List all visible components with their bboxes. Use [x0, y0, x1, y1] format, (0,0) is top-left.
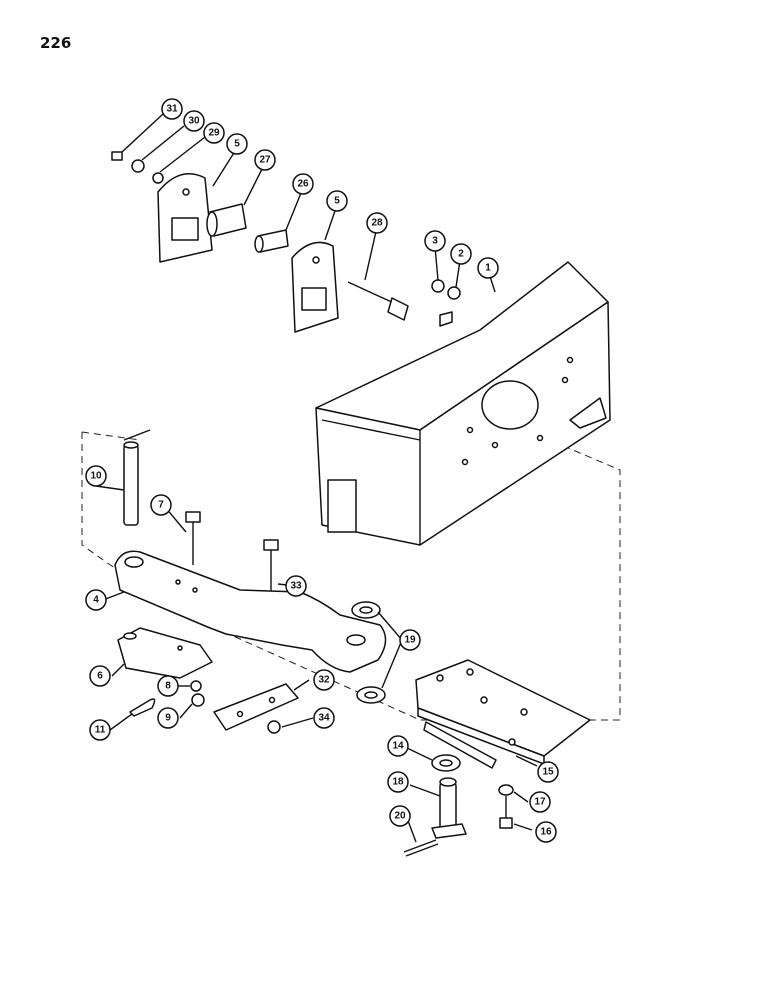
callout-label: 34 — [318, 713, 330, 724]
bolt-16 — [499, 796, 513, 829]
callout-label: 29 — [208, 128, 220, 139]
callout-label: 4 — [93, 595, 99, 606]
callout-31: 31 — [161, 98, 183, 120]
callout-14: 14 — [387, 735, 409, 757]
nut-3 — [431, 279, 445, 293]
callout-label: 15 — [542, 767, 554, 778]
drawbar — [114, 550, 387, 673]
drawbar-pin — [431, 777, 467, 839]
cotter-pin — [403, 839, 439, 857]
callout-label: 17 — [534, 797, 546, 808]
hitch-pin — [123, 429, 151, 526]
callout-17: 17 — [529, 791, 551, 813]
leader-lines — [95, 113, 538, 843]
callout-label: 20 — [394, 811, 406, 822]
callout-18: 18 — [387, 771, 409, 793]
callout-label: 14 — [392, 741, 404, 752]
callout-label: 5 — [334, 196, 340, 207]
callout-label: 3 — [432, 236, 438, 247]
callout-label: 2 — [458, 249, 464, 260]
callout-2: 2 — [450, 243, 472, 265]
washer-19-top — [351, 601, 381, 619]
callout-15: 15 — [537, 761, 559, 783]
callout-29: 29 — [203, 122, 225, 144]
callout-34: 34 — [313, 707, 335, 729]
callout-5-right: 5 — [326, 190, 348, 212]
callout-label: 6 — [97, 671, 103, 682]
callout-1: 1 — [477, 257, 499, 279]
callout-label: 32 — [318, 675, 330, 686]
callout-label: 9 — [165, 713, 171, 724]
callout-7: 7 — [150, 494, 172, 516]
callout-4: 4 — [85, 589, 107, 611]
callout-6: 6 — [89, 665, 111, 687]
lock-pin — [129, 698, 156, 717]
callout-9: 9 — [157, 707, 179, 729]
callout-label: 30 — [188, 116, 200, 127]
bracket-left — [157, 173, 213, 263]
callout-16: 16 — [535, 821, 557, 843]
lockwasher-29 — [152, 172, 164, 184]
callout-20: 20 — [389, 805, 411, 827]
callout-label: 8 — [165, 681, 171, 692]
callout-10: 10 — [85, 465, 107, 487]
bushing — [254, 229, 289, 253]
callout-label: 26 — [297, 179, 309, 190]
callout-28: 28 — [366, 212, 388, 234]
callout-label: 16 — [540, 827, 552, 838]
mounting-plate — [415, 659, 591, 769]
washer-2 — [447, 286, 461, 300]
callout-label: 28 — [371, 218, 383, 229]
callout-11: 11 — [89, 719, 111, 741]
washer-19-bottom — [356, 686, 386, 704]
callout-label: 11 — [95, 725, 106, 736]
callout-label: 7 — [158, 500, 164, 511]
nut-34 — [267, 720, 281, 734]
strap-plate — [213, 683, 299, 731]
callout-30: 30 — [183, 110, 205, 132]
nut-9 — [191, 693, 205, 707]
bolt-long — [347, 281, 409, 321]
callout-label: 1 — [485, 263, 491, 274]
callout-3: 3 — [424, 230, 446, 252]
clevis — [117, 627, 213, 679]
callout-19: 19 — [399, 629, 421, 651]
bolt-7 — [185, 511, 201, 565]
callout-8: 8 — [157, 675, 179, 697]
spacer-sleeve — [206, 203, 247, 237]
page-number: 226 — [40, 34, 72, 52]
callout-32: 32 — [313, 669, 335, 691]
callout-5-left: 5 — [226, 133, 248, 155]
callout-label: 31 — [166, 104, 178, 115]
callout-27: 27 — [254, 149, 276, 171]
nut-30 — [131, 159, 145, 173]
capscrew-31 — [111, 151, 123, 161]
callout-label: 18 — [392, 777, 404, 788]
drawbar-housing — [315, 261, 611, 546]
callout-26: 26 — [292, 173, 314, 195]
callout-label: 10 — [90, 471, 102, 482]
lockwasher-8 — [190, 680, 202, 692]
callout-label: 27 — [259, 155, 271, 166]
callout-label: 33 — [290, 581, 302, 592]
callout-label: 19 — [404, 635, 416, 646]
callout-33: 33 — [285, 575, 307, 597]
callout-label: 5 — [234, 139, 240, 150]
bracket-right — [291, 241, 339, 333]
washer-14 — [431, 754, 461, 772]
lockwasher-17 — [498, 784, 514, 796]
